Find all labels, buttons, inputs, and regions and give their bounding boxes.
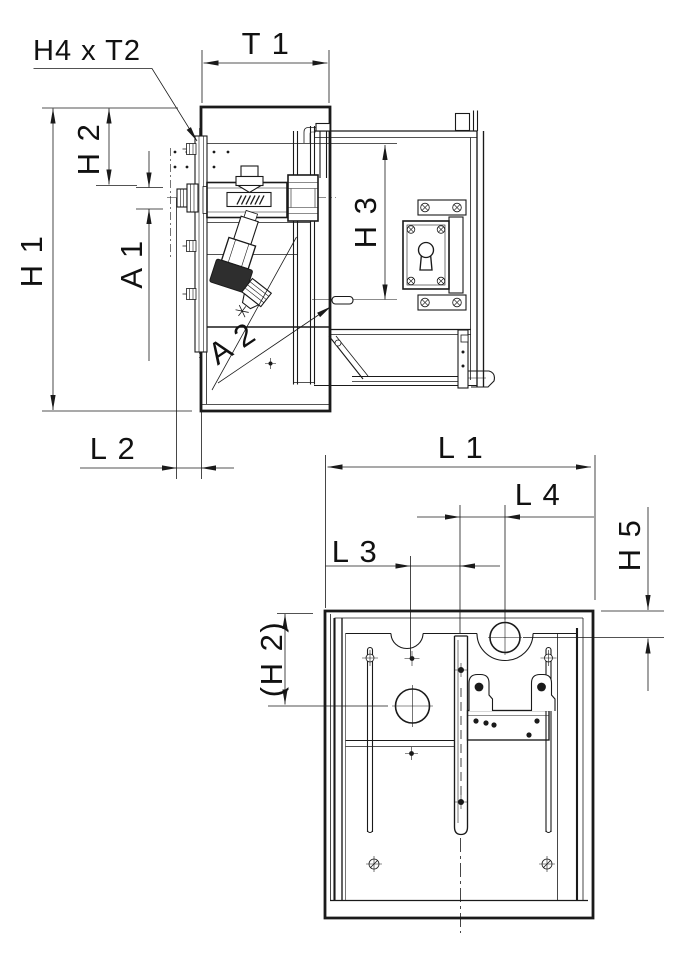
h3-label: H 3 (348, 196, 383, 249)
dim-h3: H 3 (348, 145, 388, 300)
shelf-line (345, 739, 455, 760)
valve-bonnet (240, 165, 259, 178)
l3-label: L 3 (332, 534, 378, 569)
door-top-bracket (454, 112, 471, 132)
h2-ref-label: (H 2) (254, 621, 289, 697)
wall-nipple (176, 188, 188, 208)
a2-reference (211, 236, 397, 391)
dim-t1: T 1 (201, 26, 330, 103)
door-lock (402, 199, 467, 311)
left-scallop (390, 633, 424, 666)
t1-label: T 1 (242, 26, 291, 61)
h2-label: H 2 (71, 123, 106, 176)
h1-label: H 1 (14, 235, 49, 288)
dim-h2: H 2 (71, 108, 137, 186)
valve-outlet-lower (235, 277, 273, 318)
front-view-dimensions: L 1 L 4 L 3 H 5 (254, 430, 664, 707)
l4-label: L 4 (515, 477, 561, 512)
side-view-dimensions: H4 x T2 T 1 H 1 H 2 (14, 26, 388, 479)
top-hole (476, 620, 534, 662)
supply-pipe (303, 122, 331, 178)
center-channel (453, 635, 469, 836)
front-view-interior-lines (330, 614, 588, 902)
plate-bolt (182, 288, 197, 300)
bottom-tray (328, 328, 495, 389)
dim-callout-h4t2: H4 x T2 (33, 35, 198, 142)
dim-h1: H 1 (14, 107, 192, 412)
dim-a1: A 1 (114, 151, 163, 361)
a2-label: A 2 (202, 315, 262, 372)
plate-bolt (182, 240, 197, 252)
plate-bolt (182, 143, 197, 155)
open-door-profile (293, 110, 485, 388)
front-cabinet-outline (323, 609, 595, 920)
dim-l2: L 2 (80, 412, 234, 479)
outlet-coupling (287, 174, 319, 222)
callout-label: H4 x T2 (33, 35, 141, 67)
front-view (323, 609, 595, 933)
pipe-entry-hole (392, 685, 433, 727)
mounting-plate (182, 135, 208, 353)
h5-label: H 5 (612, 519, 647, 572)
valve-assembly (176, 165, 319, 318)
valve-outlet-upper (209, 209, 259, 294)
dim-l4: L 4 (417, 477, 594, 633)
side-view (167, 105, 495, 479)
a1-label: A 1 (114, 239, 149, 288)
latch-pin (331, 295, 354, 305)
l2-label: L 2 (90, 431, 136, 466)
dim-h5: H 5 (523, 507, 664, 691)
dim-l3: L 3 (325, 534, 500, 660)
right-strip (540, 646, 557, 834)
anchor-hole (539, 856, 555, 872)
bracket-plate (466, 709, 550, 741)
l1-label: L 1 (438, 430, 484, 465)
dim-l1: L 1 (325, 430, 596, 608)
hook-brackets (468, 673, 556, 711)
dim-h2-ref: (H 2) (254, 613, 388, 707)
anchor-hole (366, 856, 382, 872)
